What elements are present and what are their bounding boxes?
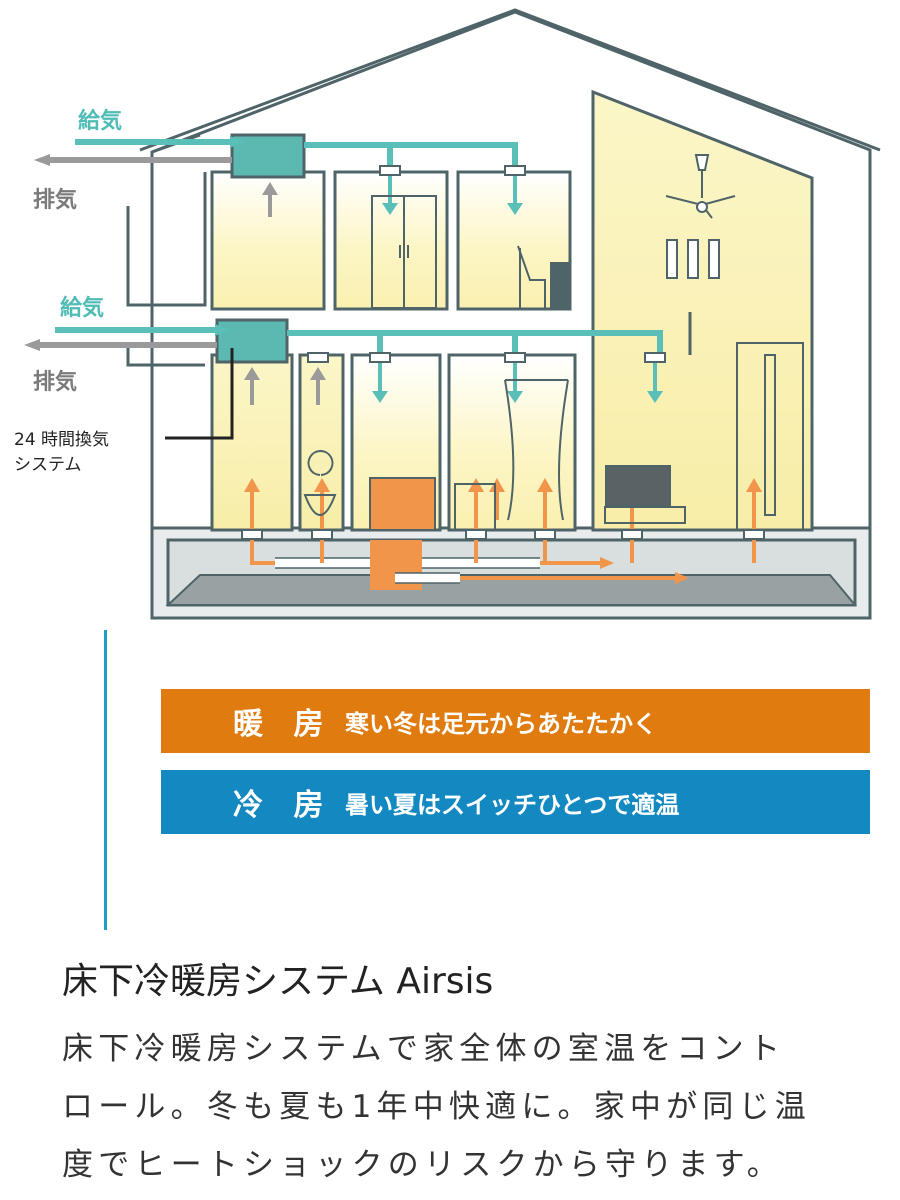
ventilation-system-label: 24 時間換気 システム [14,428,109,478]
room-atrium [591,89,814,532]
ventilation-unit-lower [215,318,289,364]
supply-label-upper: 給気 [78,109,123,134]
cooling-banner: 冷 房 暑い夏はスイッチひとつで適温 [161,770,870,834]
ventilation-label-line1: 24 時間換気 [14,430,110,450]
heating-label: 暖 房 [233,707,334,742]
house-airflow-diagram [24,8,881,620]
ventilation-label-line2: システム [14,455,82,475]
product-description: 床下冷暖房システムで家全体の室温をコント ロール。冬も夏も1年中快適に。家中が同… [62,1020,862,1194]
exhaust-ducts [40,157,232,348]
cooling-description: 暑い夏はスイッチひとつで適温 [345,790,680,819]
description-line: 床下冷暖房システムで家全体の室温をコント [62,1031,786,1067]
supply-ducts [55,139,663,355]
floor-unit [369,477,436,531]
supply-label-lower: 給気 [60,296,105,321]
supply-arrows [378,176,657,393]
exhaust-label-upper: 排気 [33,188,78,213]
exhaust-label-lower: 排気 [33,370,78,395]
furniture [303,160,804,531]
cooling-label: 冷 房 [233,788,334,823]
product-title: 床下冷暖房システム Airsis [62,961,494,1002]
heating-description: 寒い冬は足元からあたたかく [345,709,657,738]
connector-line [104,630,107,930]
description-line: 度でヒートショックのリスクから守ります。 [62,1147,783,1183]
heating-banner: 暖 房 寒い冬は足元からあたたかく [161,689,870,753]
ventilation-unit-upper [230,133,306,179]
description-line: ロール。冬も夏も1年中快適に。家中が同じ温 [62,1089,811,1125]
ventilation-label-leader [165,348,234,440]
